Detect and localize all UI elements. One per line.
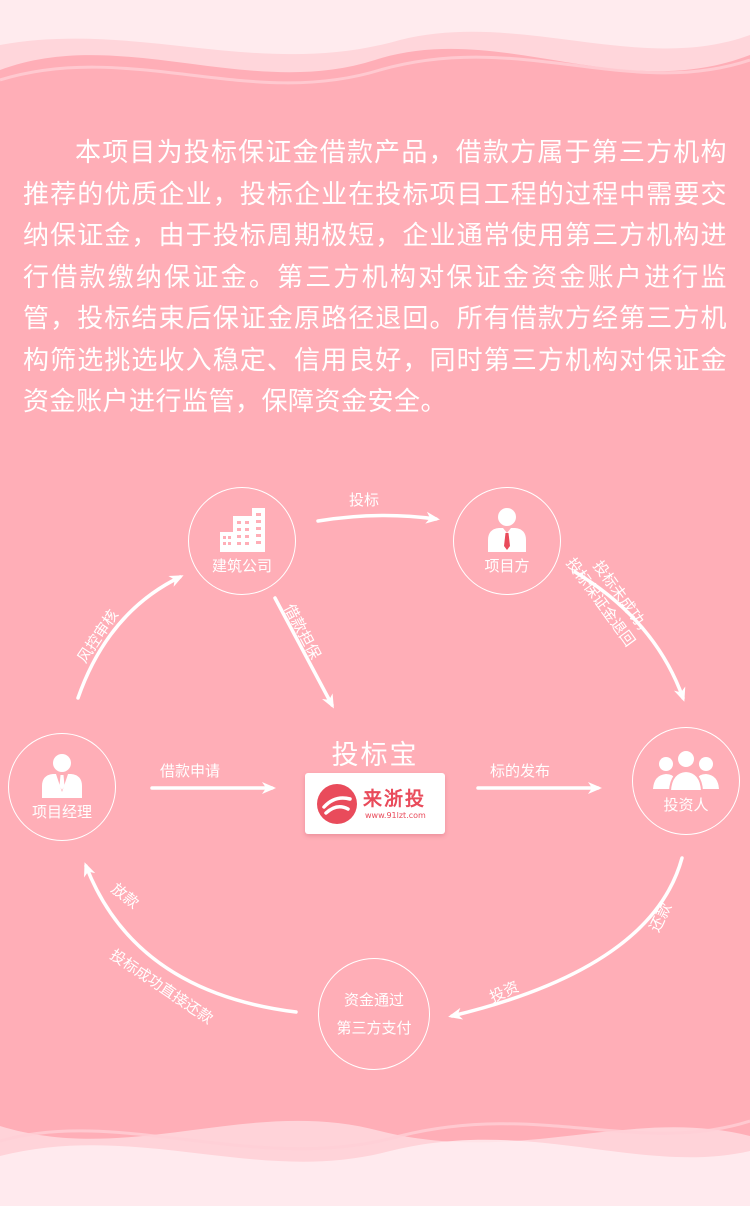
arrow-disburse bbox=[84, 862, 298, 1014]
manager-icon bbox=[42, 754, 82, 798]
arrow-invest bbox=[448, 856, 684, 1020]
arrow-bid bbox=[316, 511, 440, 524]
arrow-loan-guarantee bbox=[273, 596, 334, 709]
node-project-party: 项目方 bbox=[453, 487, 561, 595]
arrow-bid-refund bbox=[573, 570, 686, 702]
node-construction-company: 建筑公司 bbox=[188, 487, 296, 595]
node-project-manager: 项目经理 bbox=[8, 733, 116, 841]
edge-label-bid-publish: 标的发布 bbox=[490, 762, 551, 780]
node-label: 项目经理 bbox=[31, 803, 92, 821]
hub-url: www.91lzt.com bbox=[365, 811, 426, 820]
node-label-line2: 第三方支付 bbox=[336, 1019, 412, 1037]
arrow-risk-review bbox=[76, 575, 184, 700]
businessman-icon bbox=[488, 508, 526, 552]
group-icon bbox=[653, 749, 719, 791]
hub-brand-name: 来浙投 bbox=[363, 788, 427, 810]
edge-label-bid: 投标 bbox=[349, 491, 380, 509]
building-icon bbox=[220, 508, 265, 552]
bottom-wave-decoration bbox=[0, 1119, 750, 1206]
brand-logo-icon bbox=[317, 784, 357, 824]
hub-logo-card: 来浙投 www.91lzt.com bbox=[305, 773, 445, 834]
node-label: 项目方 bbox=[484, 557, 530, 575]
node-investor: 投资人 bbox=[632, 727, 740, 835]
node-label: 建筑公司 bbox=[211, 557, 272, 575]
node-label-line1: 资金通过 bbox=[343, 991, 404, 1009]
node-label: 投资人 bbox=[663, 796, 709, 814]
edge-label-loan-apply: 借款申请 bbox=[160, 762, 221, 780]
node-third-party-payment: 资金通过 第三方支付 bbox=[318, 958, 430, 1070]
intro-paragraph: 本项目为投标保证金借款产品，借款方属于第三方机构推荐的优质企业，投标企业在投标项… bbox=[23, 138, 727, 417]
hub-title: 投标宝 bbox=[331, 740, 419, 771]
top-wave-decoration bbox=[0, 0, 750, 85]
